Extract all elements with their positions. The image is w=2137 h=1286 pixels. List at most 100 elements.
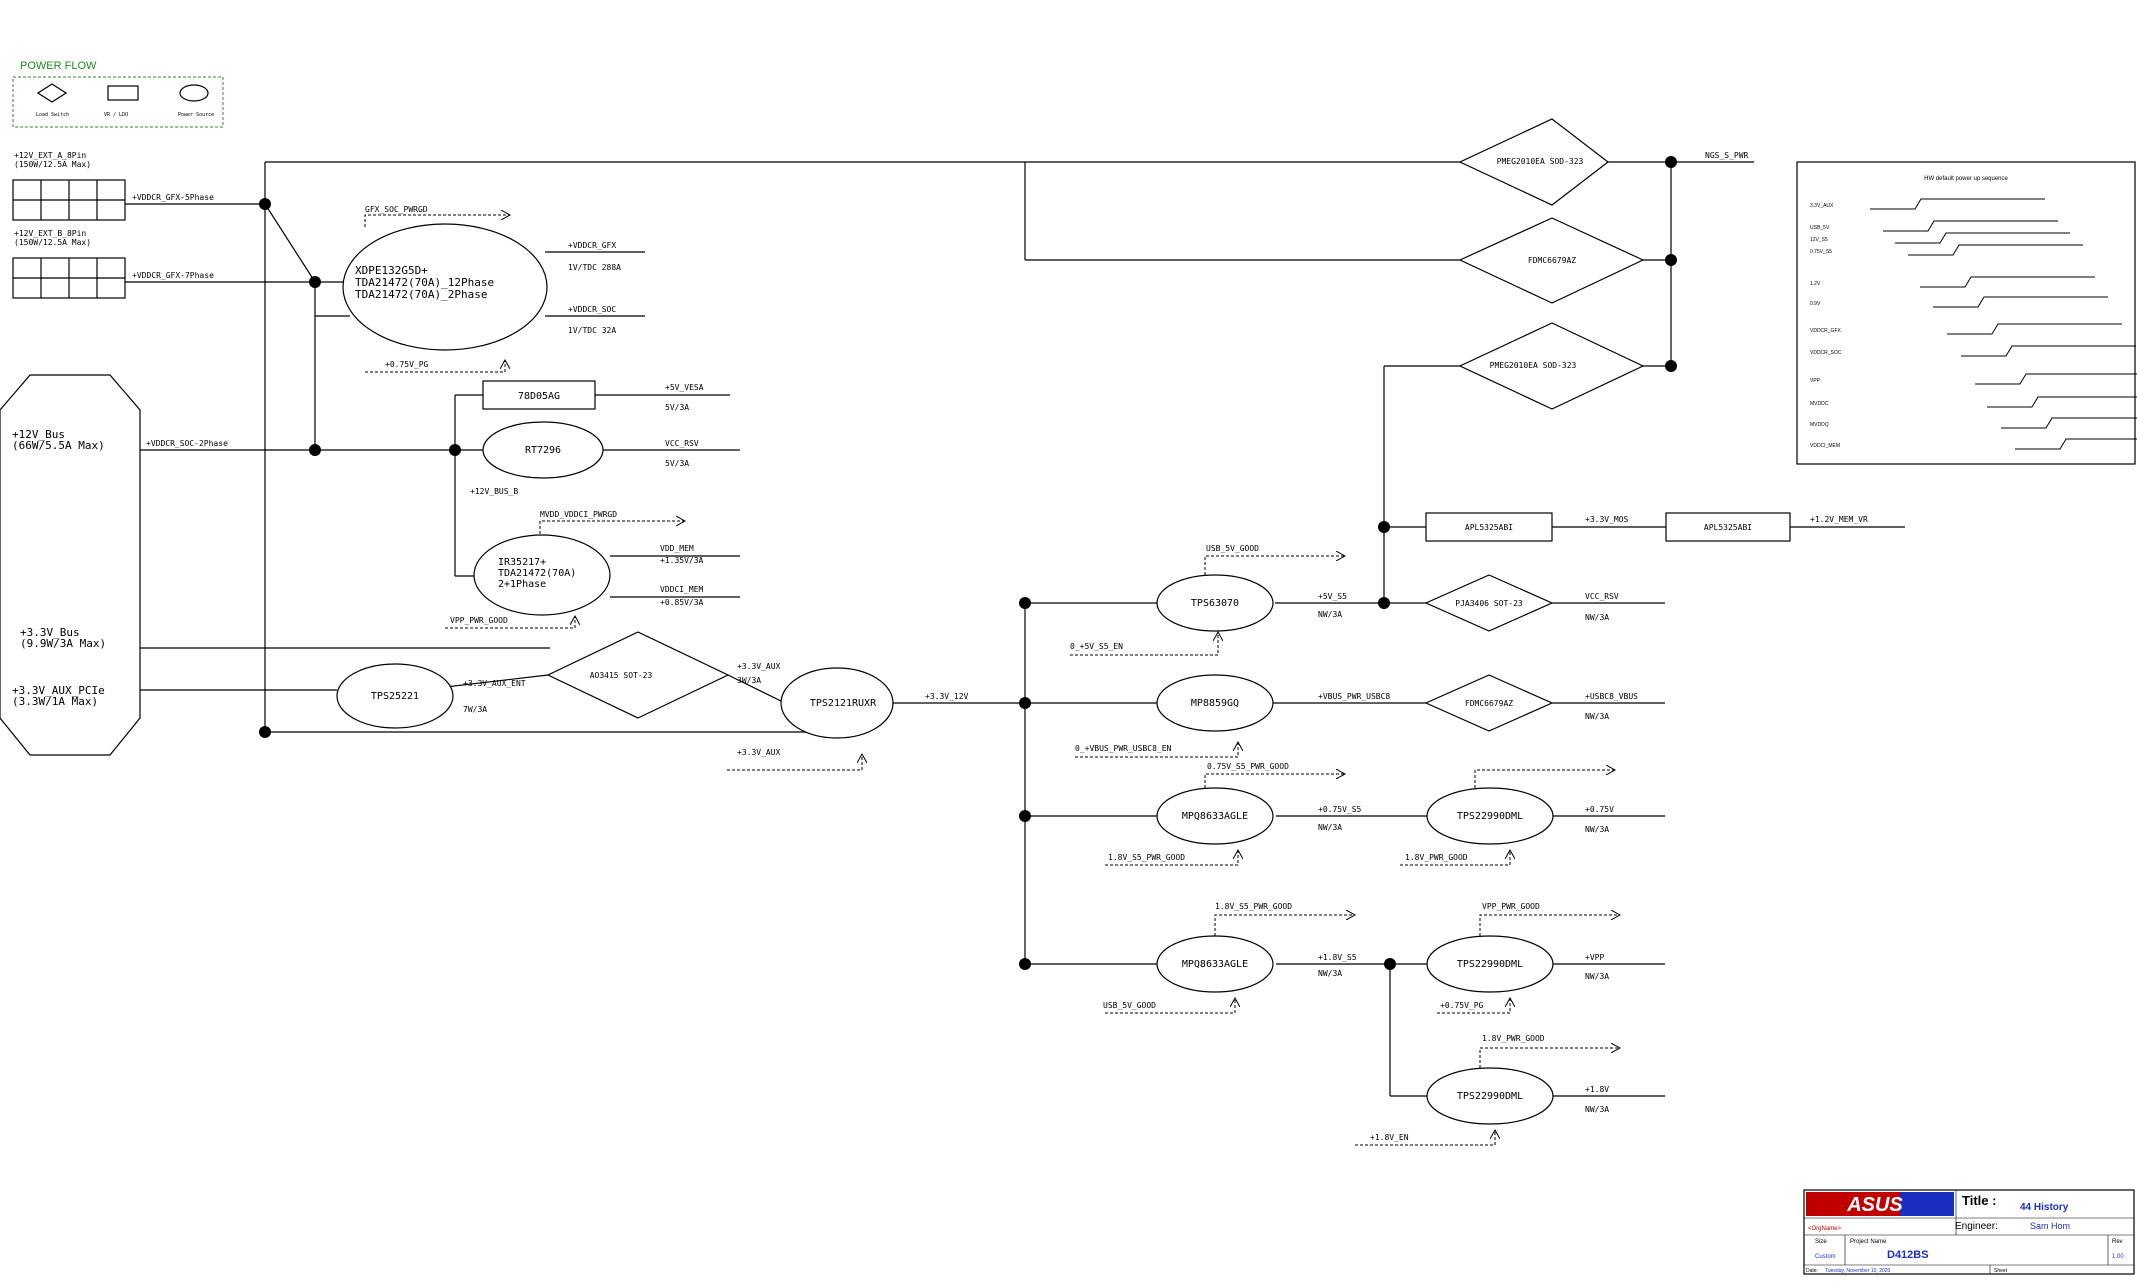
sequence-row-waveform [2015, 438, 2137, 450]
mpq-a-label: MPQ8633AGLE [1182, 811, 1248, 822]
net-aux33-en: +3.3V_AUX_ENT [463, 679, 526, 688]
bus33-name: +3.3V_Bus [20, 626, 80, 639]
project-value: D412BS [1887, 1249, 1929, 1261]
net-v18: +1.8V [1585, 1085, 1609, 1094]
tps-c-label: TPS22990DML [1457, 1091, 1523, 1102]
sig-vpp-pwr-good-b: VPP_PWR_GOOD [1482, 902, 1540, 911]
net-vddci-mem: VDDCI_MEM [660, 585, 704, 594]
tps2121-label: TPS2121RUXR [810, 698, 877, 709]
net-v075: +0.75V [1585, 805, 1614, 814]
net-vcc-rsv-a: VCC_RSV [665, 439, 699, 448]
sequence-row-waveform [1987, 396, 2137, 408]
tps-a-label: TPS22990DML [1457, 811, 1523, 822]
sig-vpp-pwr-good-a: VPP_PWR_GOOD [450, 616, 508, 625]
date-label: Date: [1806, 1268, 1818, 1274]
apl-b-ldo: APL5325ABI [1665, 512, 1791, 542]
tps2121-mux: TPS2121RUXR [780, 667, 894, 739]
xdpe-line2: TDA21472(70A)_12Phase [355, 276, 494, 289]
net-vdd-mem: VDD_MEM [660, 544, 694, 553]
ldo-78d05ag-label: 78D05AG [518, 391, 560, 402]
mp8859-regulator: MP8859GQ [1156, 674, 1274, 732]
sig-pg18: 1.8V_PWR_GOOD [1405, 853, 1468, 862]
legend-item-source: Power Source [178, 112, 214, 118]
net-vddcr-gfx: +VDDCR_GFX [568, 241, 616, 250]
legend-ellipse-icon [179, 84, 209, 102]
title-value: 44 History [2020, 1202, 2069, 1213]
sequence-row-waveform [1947, 323, 2122, 335]
fdmc-a-switch: FDMC6679AZ [1458, 217, 1645, 304]
net-v5-vesa: +5V_VESA [665, 383, 704, 392]
tps-b-switch: TPS22990DML [1426, 935, 1554, 993]
net-v5-3a-b: 5V/3A [665, 459, 689, 468]
bus12-name: +12V_Bus [12, 428, 65, 441]
org-name: <OrgName> [1808, 1226, 1842, 1232]
net-nw3a-3: NW/3A [1585, 712, 1609, 721]
pja3406-switch: PJA3406 SOT-23 [1424, 574, 1554, 632]
ir-line1: IR35217+ [498, 557, 546, 568]
sig-pg075-s5: 0.75V_S5_PWR_GOOD [1207, 762, 1289, 771]
pmeg-a-label: PMEG2010EA SOD-323 [1497, 157, 1584, 166]
ext-a-spec: (150W/12.5A Max) [14, 160, 91, 169]
net-v5-s5: +5V_S5 [1318, 592, 1347, 601]
project-label: Project Name [1850, 1239, 1887, 1245]
size-label: Size [1815, 1239, 1827, 1245]
fdmc-b-label: FDMC6679AZ [1465, 699, 1513, 708]
net-usbc-vbus: +USBC8_VBUS [1585, 692, 1638, 701]
ldo-78d05ag: 78D05AG [482, 380, 596, 410]
net-v33-mos: +3.3V_MOS [1585, 515, 1629, 524]
net-gfx-tdc: 1V/TDC 288A [568, 263, 621, 272]
ao3415-label: AO3415 SOT-23 [590, 671, 653, 680]
sequence-row-waveform [1908, 244, 2083, 256]
sequence-row-waveform [1933, 296, 2108, 308]
logo-text: ASUS [1846, 1194, 1903, 1216]
sequence-panel: HW default power up sequence 3.3V_AUXUSB… [1796, 161, 2137, 465]
xdpe-line1: XDPE132G5D+ [355, 264, 428, 277]
net-v085-3a: +0.85V/3A [660, 598, 704, 607]
sequence-row-label: VDDCR_SOC [1810, 350, 1842, 356]
sequence-row-label: VDDCI_MEM [1810, 443, 1840, 449]
net-aux33-a: +3.3V_AUX [737, 662, 781, 671]
sequence-row-waveform [1975, 373, 2137, 385]
date-value: Tuesday, November 10, 2020 [1825, 1268, 1891, 1274]
aux33-spec: (3.3W/1A Max) [12, 695, 98, 708]
sequence-row-label: VPP [1810, 378, 1821, 384]
ext-b-spec: (150W/12.5A Max) [14, 238, 91, 247]
net-labels: +VDDCR_GFX-5Phase +VDDCR_GFX-7Phase +VDD… [132, 151, 1868, 1114]
net-nw3a-4: NW/3A [1318, 823, 1342, 832]
tps63070-regulator: TPS63070 [1156, 574, 1274, 632]
sheet-label: Sheet [1994, 1268, 2008, 1274]
rev-value: 1.00 [2112, 1254, 2124, 1260]
net-ngs-s-pwr: NGS_S_PWR [1705, 151, 1749, 160]
fdmc-a-label: FDMC6679AZ [1528, 256, 1576, 265]
wiring [125, 161, 1905, 1097]
legend-rect-icon [107, 85, 139, 101]
net-v18-s5: +1.8V_S5 [1318, 953, 1357, 962]
net-nw3a-2: NW/3A [1585, 613, 1609, 622]
tps25221-switch: TPS25221 [336, 663, 454, 729]
sequence-title: HW default power up sequence [1924, 176, 2008, 182]
tps63070-label: TPS63070 [1191, 598, 1239, 609]
connector-ext-a: +12V_EXT_A_8Pin (150W/12.5A Max) [12, 151, 126, 221]
mpq-b-regulator: MPQ8633AGLE [1156, 935, 1274, 993]
ao3415-switch: AO3415 SOT-23 [546, 631, 730, 719]
sequence-row-waveform [1920, 276, 2095, 288]
sequence-row-label: MVDDQ [1810, 422, 1829, 428]
pmeg-b-label: PMEG2010EA SOD-323 [1490, 361, 1577, 370]
sequence-row-label: 3.3V_AUX [1810, 203, 1834, 209]
net-nw3a-5-out: NW/3A [1585, 825, 1609, 834]
sig-pg18-c: 1.8V_PWR_GOOD [1482, 1034, 1545, 1043]
net-w3-3a: 3W/3A [737, 676, 761, 685]
bus33-spec: (9.9W/3A Max) [20, 637, 106, 650]
legend-diamond-icon [36, 83, 68, 103]
sequence-row-label: 12V_S5 [1810, 237, 1828, 243]
rt7296-regulator: RT7296 [482, 421, 604, 479]
sig-en-5v-s5: 0_+5V_S5_EN [1070, 642, 1123, 651]
sequence-row-label: VDDCR_GFX [1810, 328, 1842, 334]
apl-a-label: APL5325ABI [1465, 523, 1513, 532]
sig-mvdd-pwrgd: MVDD_VDDCI_PWRGD [540, 510, 617, 519]
sig-pg075-a: +0.75V_PG [385, 360, 429, 369]
size-value: Custom [1815, 1254, 1836, 1260]
net-nw3a-6: NW/3A [1318, 969, 1342, 978]
ir-line3: 2+1Phase [498, 579, 546, 590]
ir-line2: TDA21472(70A) [498, 568, 576, 579]
